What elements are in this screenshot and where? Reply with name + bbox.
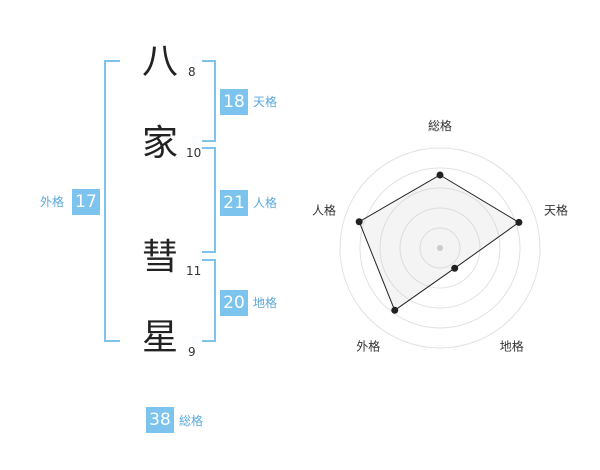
name-char-3: 彗 bbox=[141, 237, 178, 278]
radar-center-dot bbox=[437, 245, 443, 251]
stroke-count-1: 8 bbox=[188, 65, 196, 79]
stroke-count-4: 9 bbox=[188, 345, 196, 359]
tenkaku-value: 18 bbox=[220, 89, 248, 115]
jinkaku-value: 21 bbox=[220, 190, 248, 216]
chikaku-bracket bbox=[202, 259, 216, 342]
radar-ring-1 bbox=[359, 167, 521, 329]
soukaku-label: 総格 bbox=[179, 414, 204, 428]
radar-data-polygon bbox=[358, 174, 520, 312]
radar-axis-label-5: 人格 bbox=[312, 202, 336, 217]
radar-points bbox=[355, 171, 523, 314]
stroke-count-3: 11 bbox=[186, 264, 202, 278]
name-char-2: 家 bbox=[141, 123, 178, 164]
radar-axis-label-1: 総格 bbox=[428, 118, 452, 133]
radar-axis-label-3: 地格 bbox=[500, 339, 524, 354]
radar-point-5 bbox=[355, 218, 363, 226]
radar-axis-label-4: 外格 bbox=[356, 339, 380, 354]
radar-ring-4 bbox=[419, 227, 461, 269]
tenkaku-label: 天格 bbox=[253, 95, 278, 109]
radar-point-1 bbox=[436, 171, 444, 179]
name-char-4: 星 bbox=[141, 317, 178, 358]
radar-point-2 bbox=[515, 218, 523, 226]
gaikaku-value: 17 bbox=[72, 189, 100, 215]
radar-ring-3 bbox=[399, 207, 481, 289]
chikaku-value: 20 bbox=[220, 290, 248, 316]
name-char-1: 八 bbox=[141, 41, 178, 82]
radar-point-3 bbox=[451, 264, 459, 272]
jinkaku-bracket bbox=[202, 147, 216, 253]
tenkaku-bracket bbox=[202, 60, 216, 142]
chikaku-label: 地格 bbox=[253, 296, 278, 310]
stroke-count-2: 10 bbox=[186, 146, 202, 160]
soukaku-value: 38 bbox=[146, 407, 174, 433]
gaikaku-bracket bbox=[104, 60, 120, 342]
gaikaku-label: 外格 bbox=[40, 195, 65, 209]
radar-ring-2 bbox=[379, 187, 501, 309]
jinkaku-label: 人格 bbox=[253, 196, 278, 210]
radar-axis-label-2: 天格 bbox=[544, 202, 568, 217]
radar-point-4 bbox=[391, 306, 399, 314]
